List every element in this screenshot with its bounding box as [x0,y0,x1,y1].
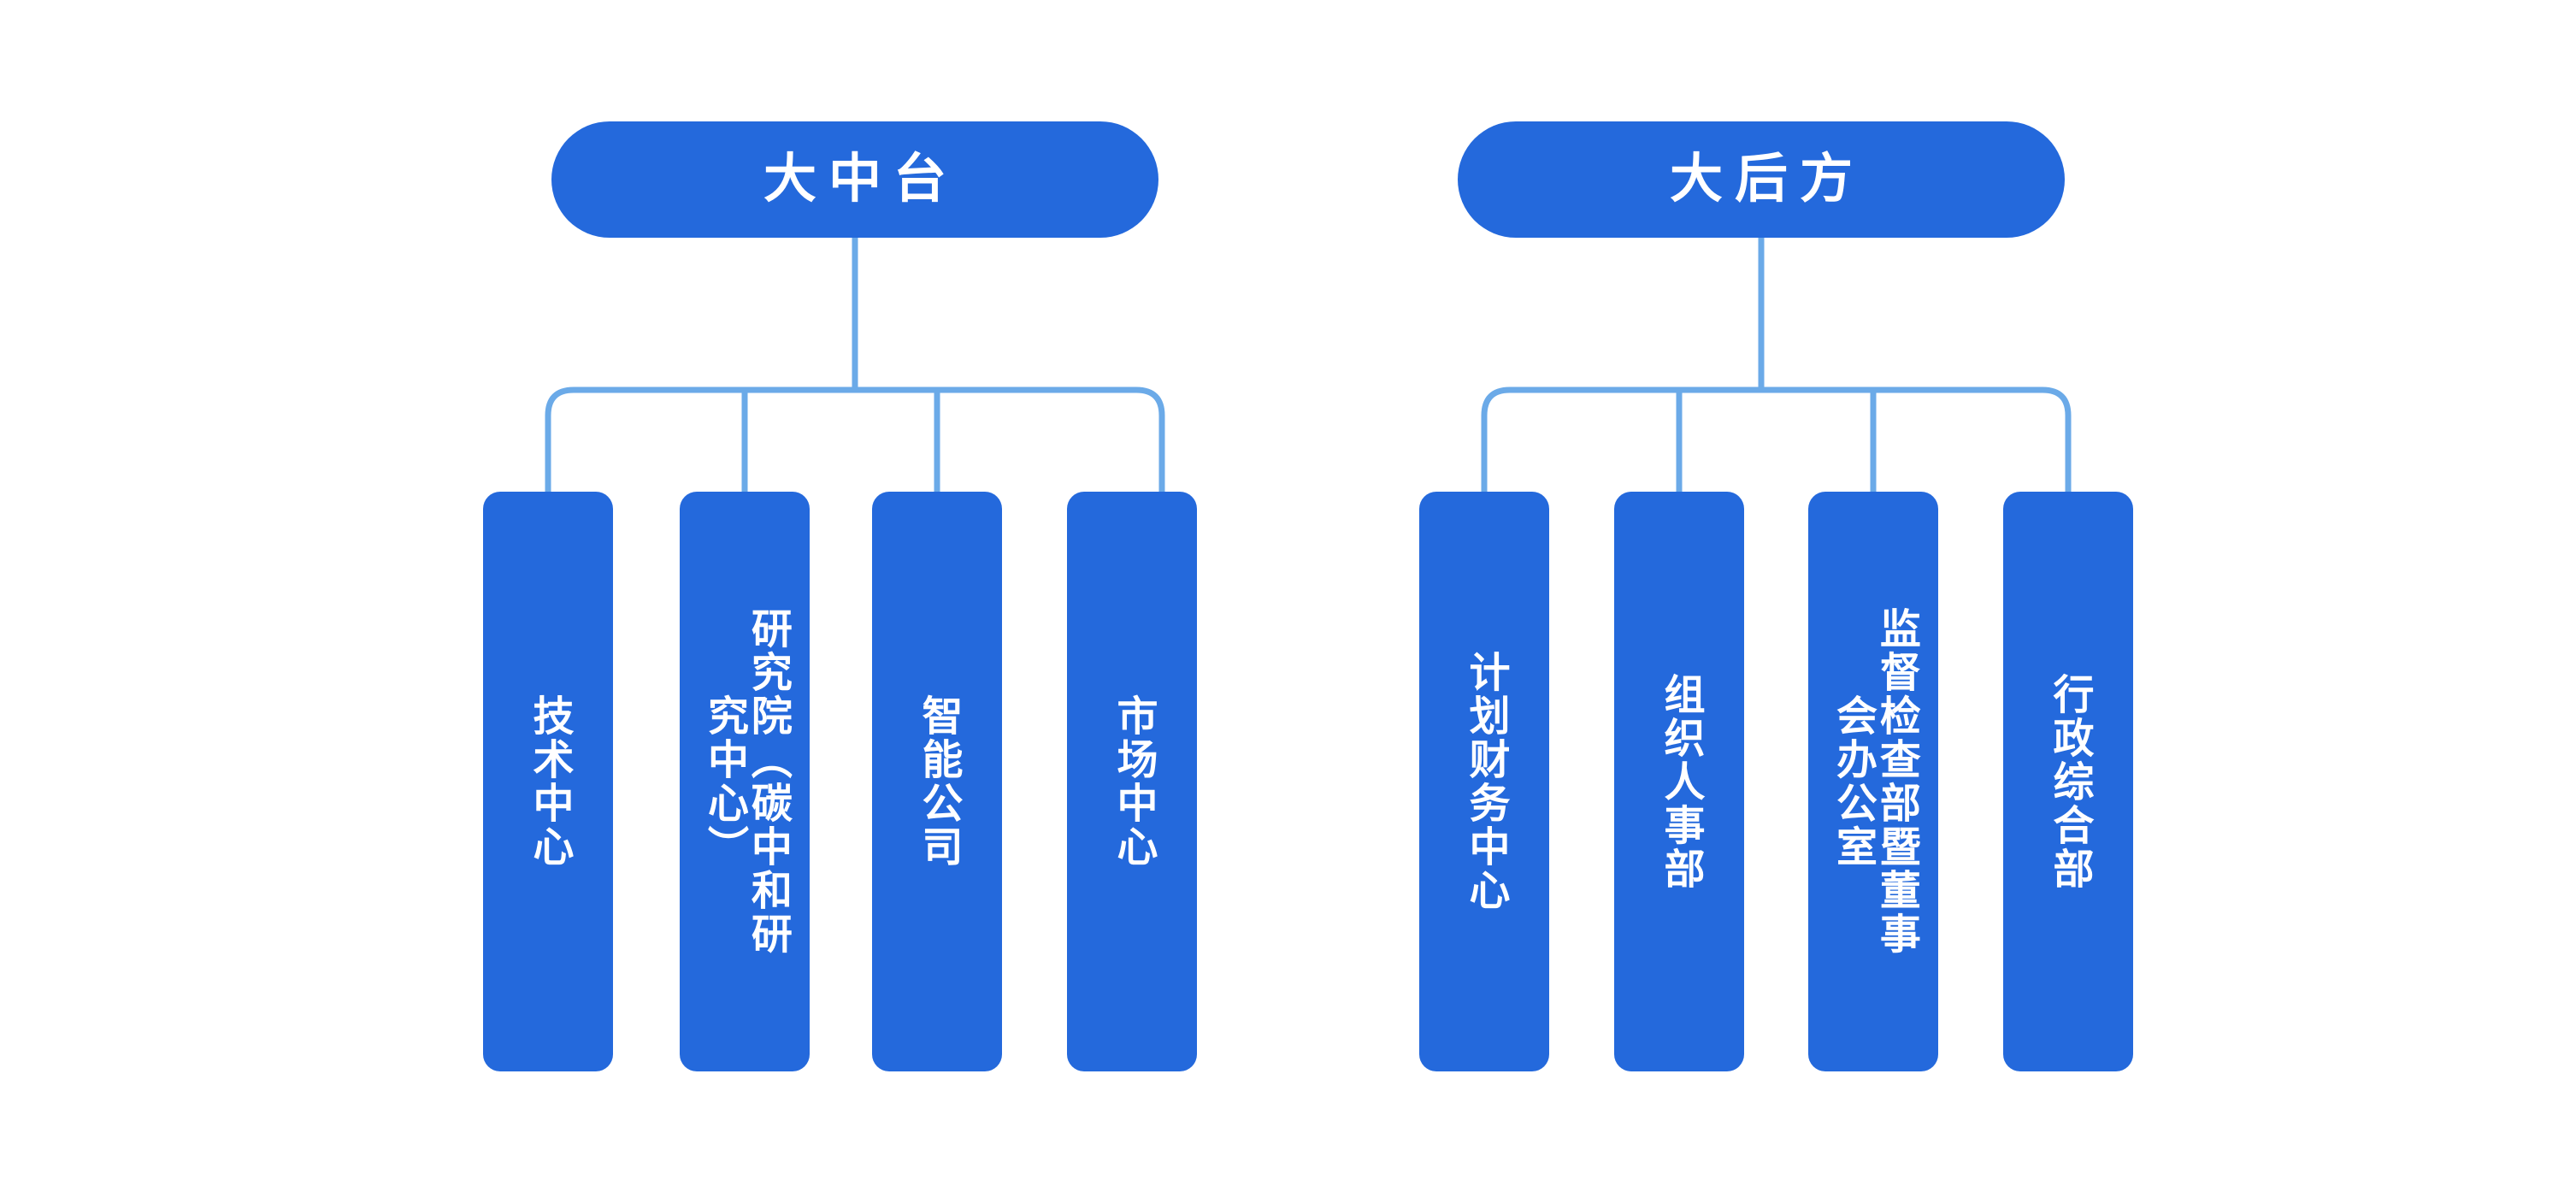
org-group-da-zhong-tai: 大中台 技术中心 研究院（碳中和研究中心） 智能公司 市场中心 [0,0,1282,1186]
node-label: 组织人事部 [1657,672,1703,891]
node-label: 监督检查部暨董事会办公室 [1830,607,1919,956]
node-label: 市场中心 [1110,694,1156,869]
node-ji-shu-zhong-xin[interactable]: 技术中心 [483,492,613,1071]
connector-bus [545,386,1165,492]
node-yan-jiu-yuan[interactable]: 研究院（碳中和研究中心） [680,492,810,1071]
node-jian-du-jian-cha-bu[interactable]: 监督检查部暨董事会办公室 [1808,492,1938,1071]
node-label: 行政综合部 [2046,672,2092,891]
node-label: 研究院（碳中和研究中心） [701,607,790,956]
group-header-da-zhong-tai[interactable]: 大中台 [551,121,1158,238]
node-label: 智能公司 [915,694,961,869]
node-ji-hua-cai-wu-zhong-xin[interactable]: 计划财务中心 [1419,492,1549,1071]
org-group-da-hou-fang: 大后方 计划财务中心 组织人事部 监督检查部暨董事会办公室 行政综合部 [1282,0,2576,1186]
node-zu-zhi-ren-shi-bu[interactable]: 组织人事部 [1614,492,1744,1071]
node-label: 计划财务中心 [1462,651,1508,912]
node-xing-zheng-zong-he-bu[interactable]: 行政综合部 [2003,492,2133,1071]
node-shi-chang-zhong-xin[interactable]: 市场中心 [1067,492,1197,1071]
group-header-da-hou-fang[interactable]: 大后方 [1458,121,2065,238]
connector-bus [1481,386,2072,492]
node-zhi-neng-gong-si[interactable]: 智能公司 [872,492,1002,1071]
node-label: 技术中心 [526,694,572,869]
